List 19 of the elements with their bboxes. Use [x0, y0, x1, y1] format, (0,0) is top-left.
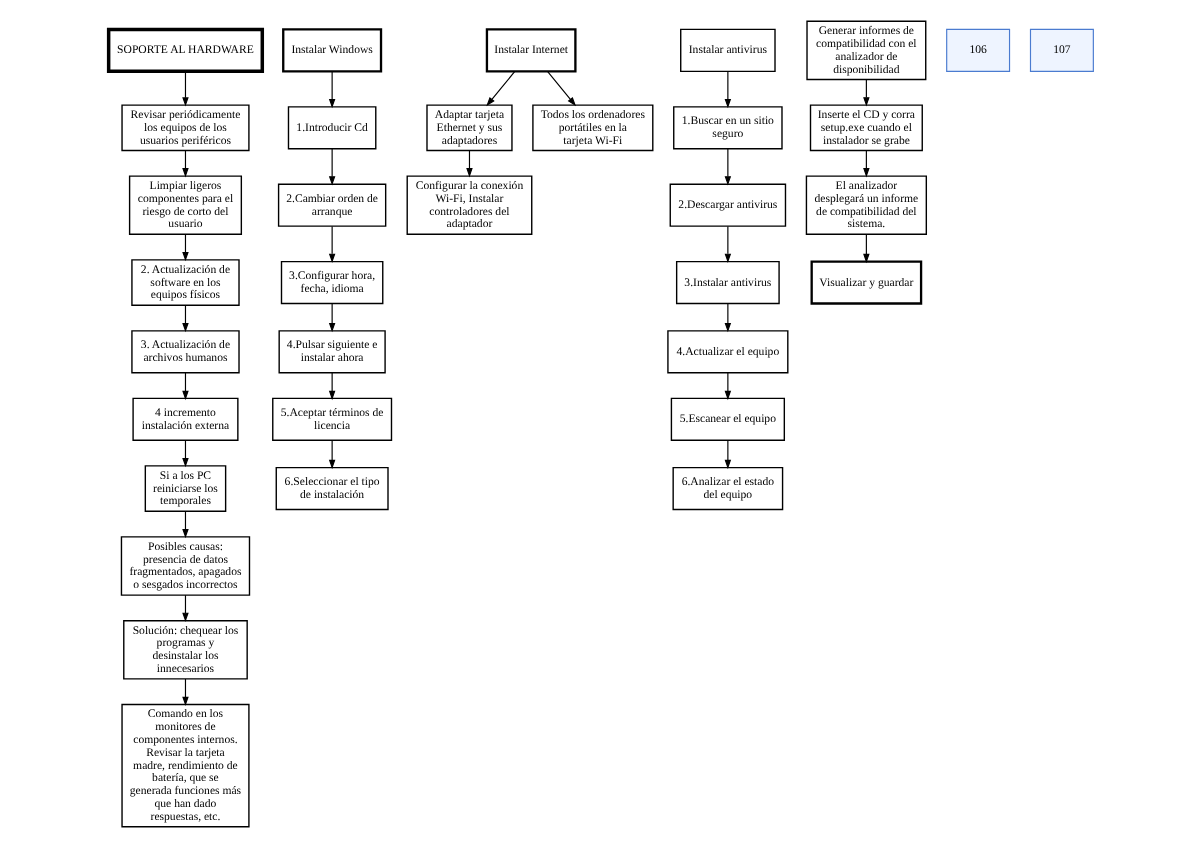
arrow [723, 225, 731, 263]
arrow [327, 225, 335, 263]
arrow [181, 594, 188, 623]
arrow [546, 71, 576, 107]
arrow [181, 678, 188, 707]
arrow [723, 148, 731, 186]
arrow [327, 372, 335, 401]
arrow [181, 71, 188, 107]
arrow [723, 303, 731, 333]
arrow [723, 372, 731, 401]
arrow [862, 233, 869, 264]
arrow [327, 71, 335, 109]
arrow [327, 303, 335, 333]
arrow [327, 148, 335, 186]
arrow [485, 71, 515, 107]
arrow [723, 440, 731, 470]
arrow [181, 372, 188, 401]
arrow [723, 71, 731, 109]
arrow [327, 440, 335, 470]
